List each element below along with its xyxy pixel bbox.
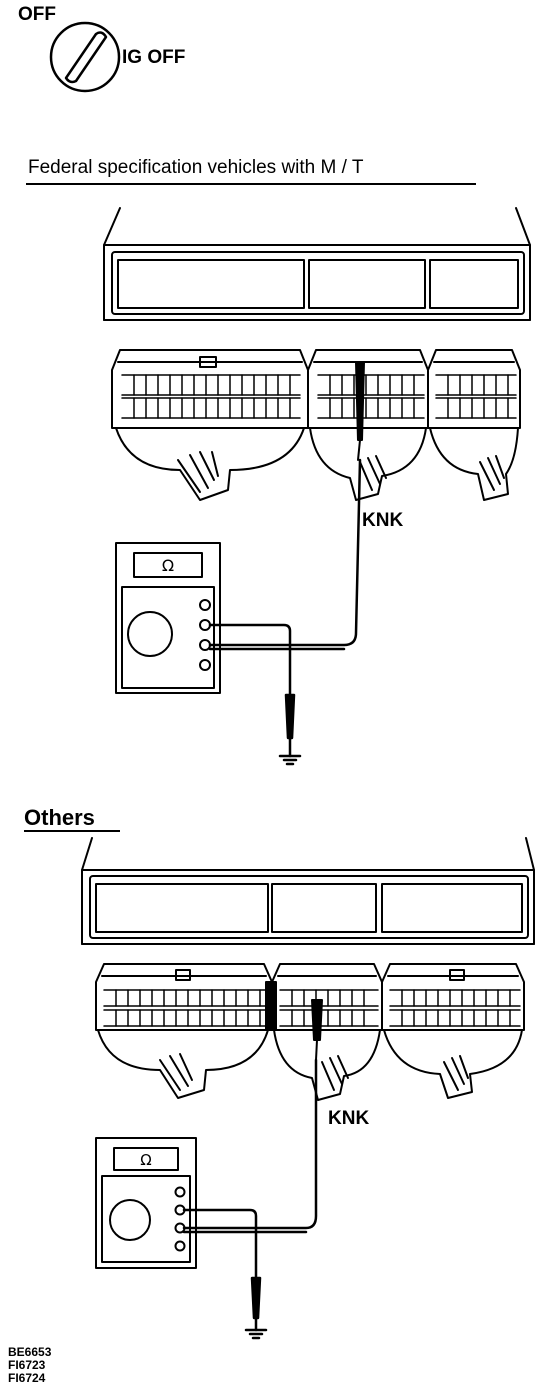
figure-code: FI6724 (8, 1371, 46, 1385)
others-heading-underline (24, 830, 120, 832)
ohmmeter-federal: Ω (115, 542, 221, 694)
federal-heading: Federal specification vehicles with M / … (28, 157, 364, 178)
figure-code: FI6723 (8, 1358, 46, 1372)
ohm-symbol-others: Ω (140, 1151, 151, 1169)
probe-federal (355, 361, 365, 461)
ecu-unit-others (81, 837, 535, 945)
ecu-unit-federal (103, 207, 531, 321)
knk-label-others: KNK (328, 1108, 370, 1129)
connectors-others (95, 963, 525, 1101)
test-leads-others (182, 1058, 318, 1340)
ohmmeter-others: Ω (95, 1137, 197, 1269)
connectors-federal (111, 349, 521, 501)
test-leads-federal (208, 458, 362, 766)
federal-heading-underline (26, 183, 476, 185)
knk-label-federal: KNK (362, 510, 404, 531)
ig-off-label: IG OFF (122, 47, 186, 68)
ohm-symbol-federal: Ω (162, 556, 174, 575)
figure-code: BE6653 (8, 1345, 52, 1359)
figure-codes: BE6653 FI6723 FI6724 (8, 1346, 51, 1385)
others-heading: Others (24, 805, 95, 830)
ignition-key-icon (49, 21, 121, 93)
off-label: OFF (18, 4, 56, 25)
probe-others (311, 999, 323, 1061)
